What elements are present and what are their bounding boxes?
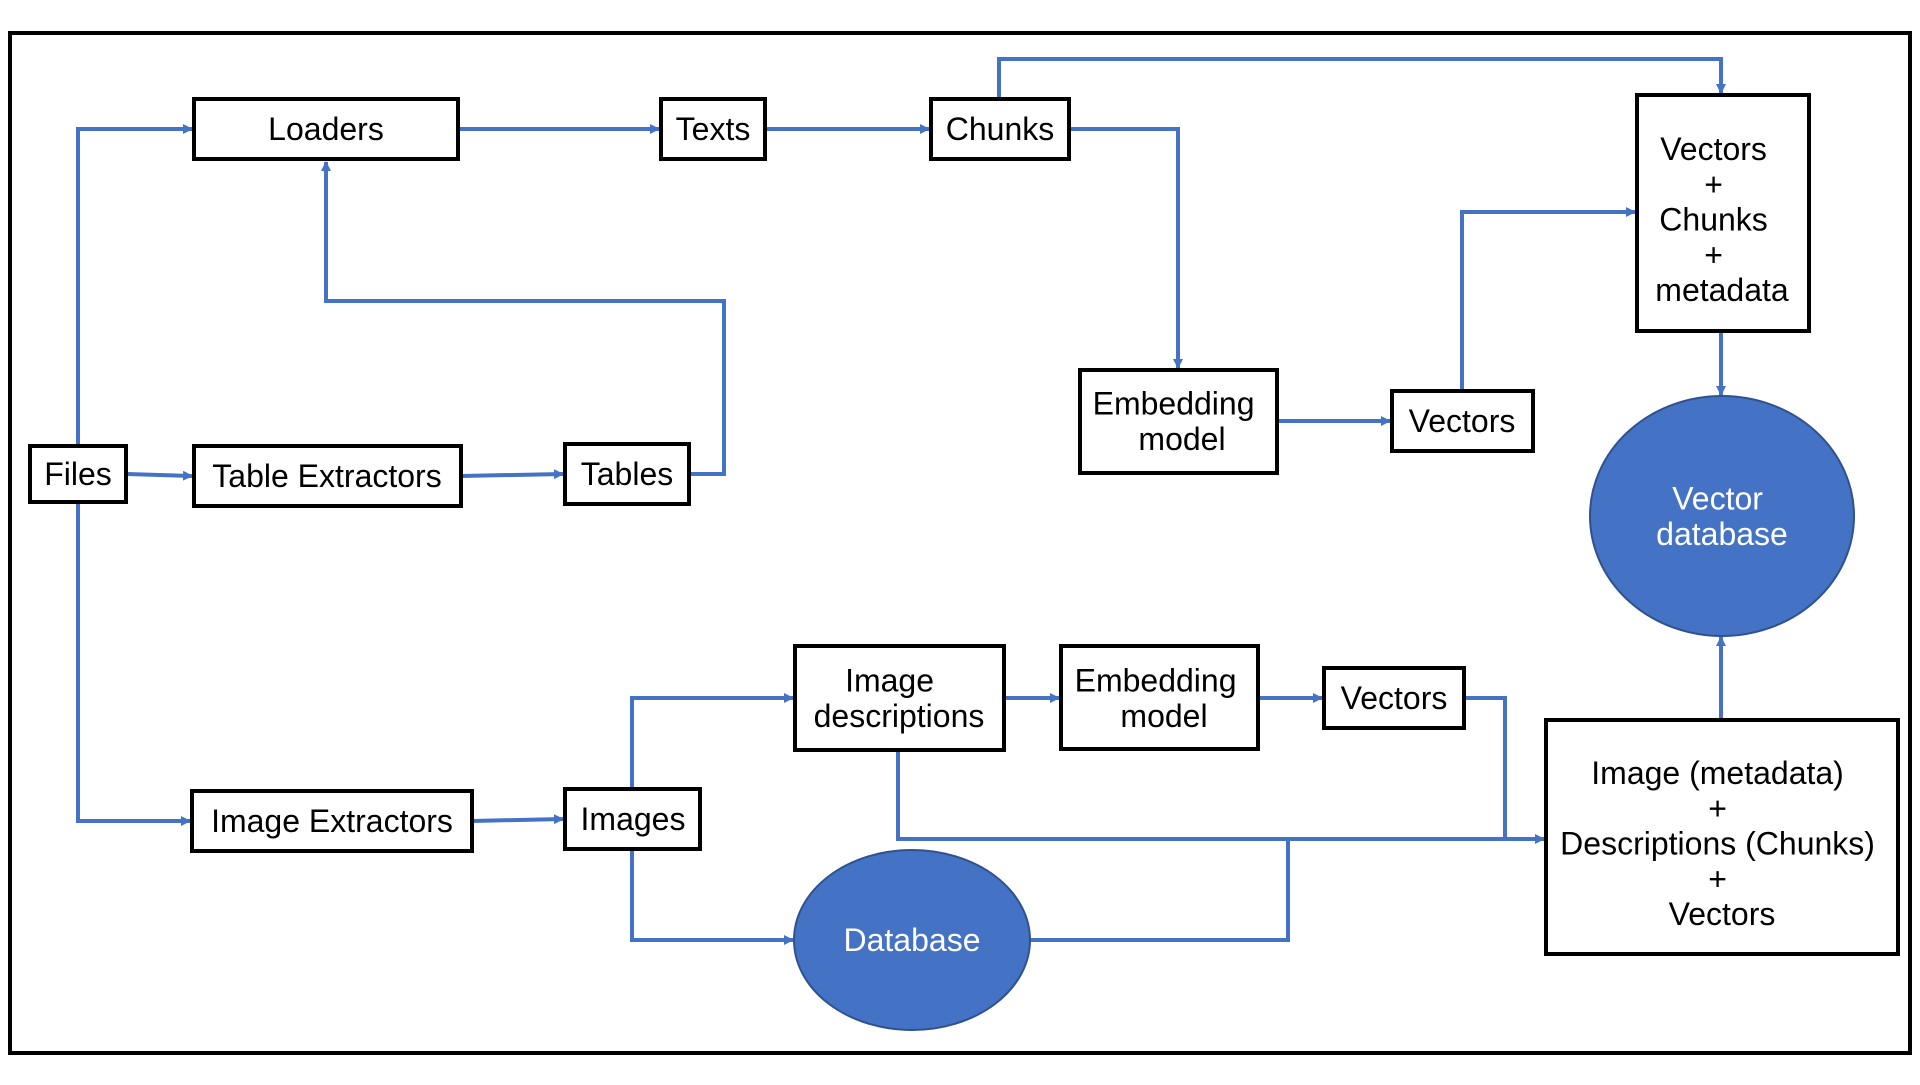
tables-label: Tables (581, 456, 674, 492)
image-extractors-label: Image Extractors (211, 803, 453, 839)
vector-database-node: Vector database (1589, 395, 1855, 637)
image-descriptions-label: Image descriptions (814, 663, 985, 734)
connectors (76, 57, 1726, 945)
image-metadata-combo-box: Image (metadata) + Descriptions (Chunks)… (1544, 718, 1900, 956)
arrow-files-to-table-extractors (125, 470, 193, 481)
vectors-chunks-metadata-label: Vectors + Chunks + metadata (1655, 131, 1789, 308)
vectors-image-box: Vectors (1322, 666, 1466, 730)
vector-database-label: Vector database (1656, 481, 1788, 552)
tables-box: Tables (563, 442, 691, 506)
nodes: Files Loaders Texts Chunks Vectors (28, 93, 1900, 1031)
arrow-tables-to-loaders (321, 161, 726, 476)
texts-box: Texts (659, 97, 767, 161)
embedding-model-text-label: Embedding model (1093, 386, 1264, 457)
image-descriptions-box: Image descriptions (793, 644, 1006, 752)
arrow-chunks-to-embedding-model (1069, 127, 1183, 369)
files-label: Files (44, 456, 112, 492)
database-node: Database (793, 849, 1031, 1031)
image-extractors-box: Image Extractors (190, 789, 474, 853)
arrow-vectors-to-vectors-chunks-metadata (1460, 207, 1636, 391)
vectors-text-box: Vectors (1390, 389, 1535, 453)
vectors-text-label: Vectors (1409, 403, 1516, 439)
arrow-chunks-to-vectors-chunks-metadata (997, 57, 1726, 99)
chunks-box: Chunks (929, 97, 1071, 161)
loaders-label: Loaders (268, 111, 384, 147)
vectors-image-label: Vectors (1341, 680, 1448, 716)
arrow-table-extractors-to-tables (460, 469, 564, 480)
arrow-image-extractors-to-images (471, 814, 564, 825)
images-box: Images (563, 787, 702, 851)
table-extractors-label: Table Extractors (212, 458, 441, 494)
diagram-frame (8, 31, 1912, 1055)
arrow-vectors-image-to-image-combo (1464, 696, 1507, 839)
image-metadata-combo-label: Image (metadata) + Descriptions (Chunks)… (1560, 755, 1884, 932)
embedding-model-image-label: Embedding model (1075, 663, 1246, 734)
embedding-model-image-box: Embedding model (1059, 644, 1260, 751)
arrow-database-to-image-combo (1030, 839, 1290, 942)
loaders-box: Loaders (192, 97, 460, 161)
arrow-images-to-database (630, 849, 794, 945)
arrow-files-to-image-extractors (76, 502, 191, 826)
arrow-images-to-image-descriptions (630, 693, 794, 789)
chunks-label: Chunks (946, 111, 1055, 147)
vectors-chunks-metadata-box: Vectors + Chunks + metadata (1635, 93, 1811, 333)
files-box: Files (28, 444, 128, 504)
embedding-model-text-box: Embedding model (1078, 368, 1279, 475)
table-extractors-box: Table Extractors (192, 444, 463, 508)
arrow-image-descriptions-to-image-combo (896, 750, 1545, 844)
database-label: Database (844, 922, 981, 958)
arrow-files-to-loaders (76, 124, 193, 446)
texts-label: Texts (676, 111, 751, 147)
images-label: Images (581, 801, 686, 837)
